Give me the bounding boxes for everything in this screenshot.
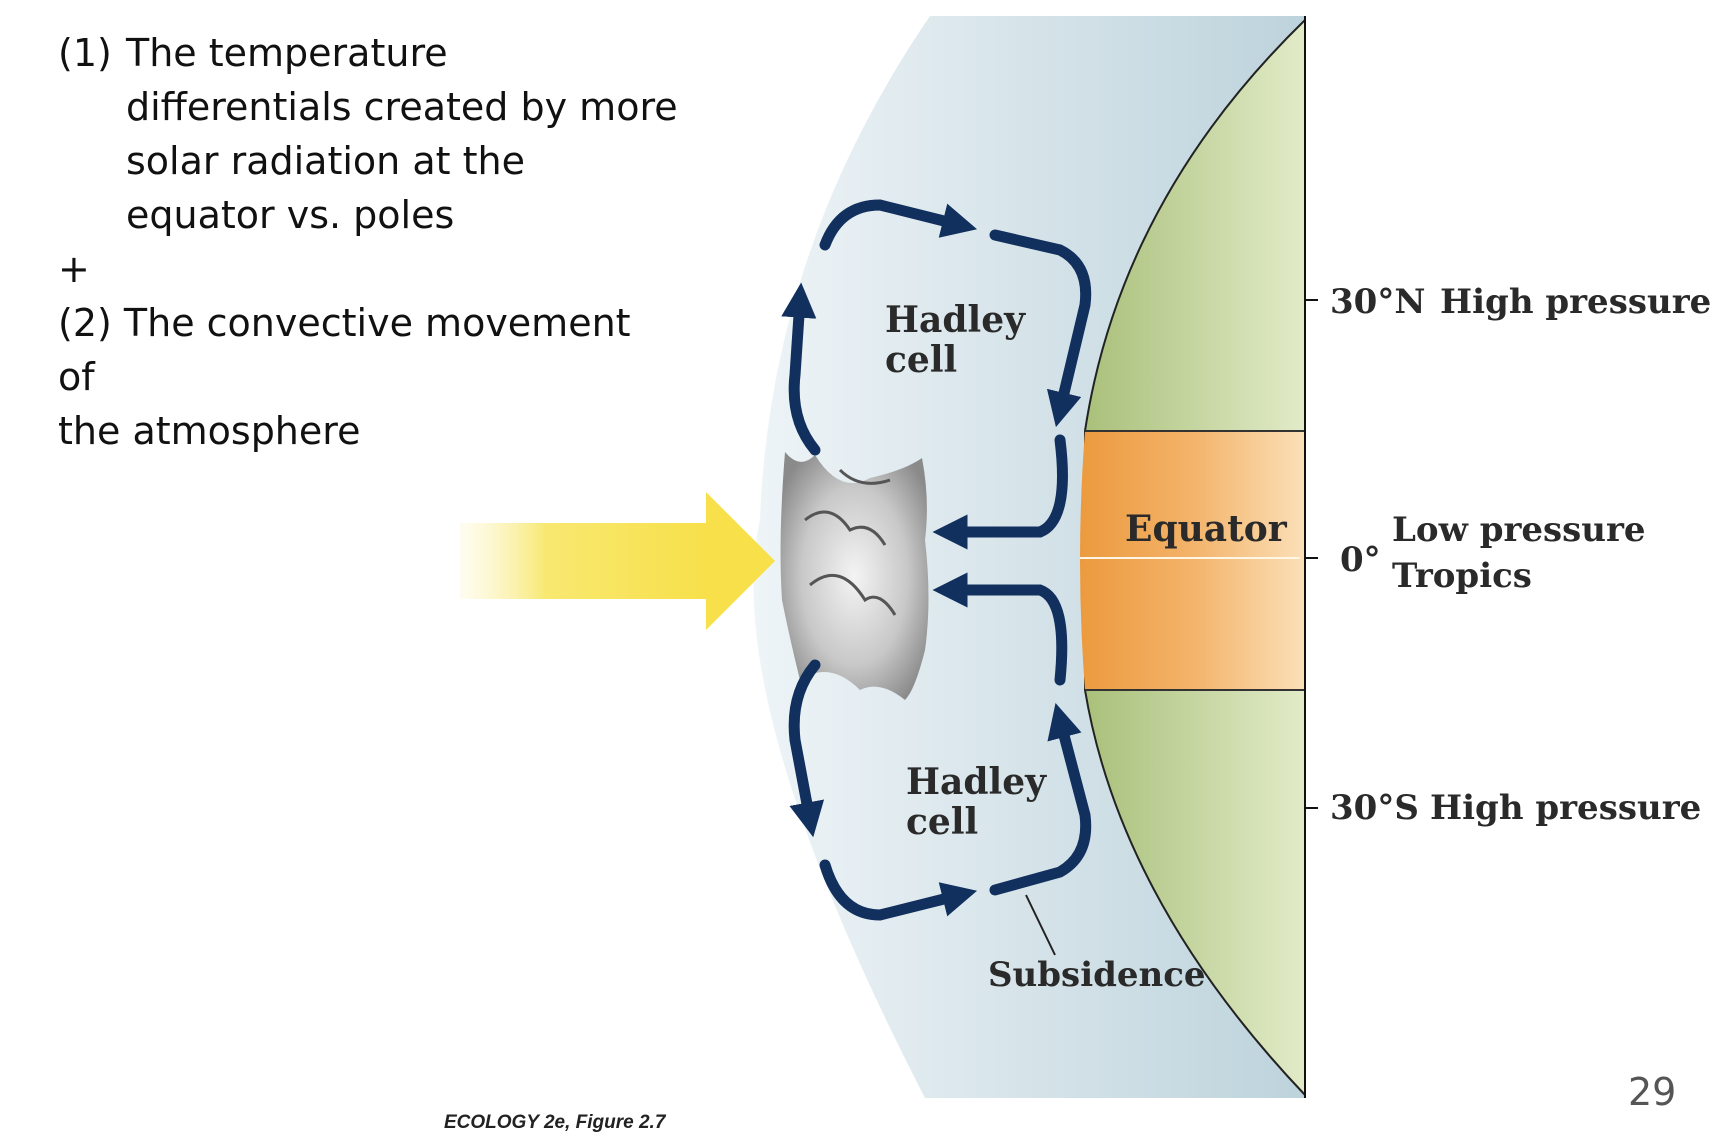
bullet-line: The temperature (126, 31, 448, 75)
lat-0-label: 0° (1340, 540, 1381, 580)
equator-band (1080, 431, 1305, 690)
label-line: cell (906, 801, 979, 843)
subsidence-pointer (1025, 894, 1056, 956)
lat-30s-label: 30°S (1330, 788, 1419, 828)
bullet-number-1: (1) (58, 31, 112, 75)
pressure-30n-label: High pressure (1440, 282, 1712, 322)
sun-arrow-icon (460, 492, 775, 630)
plus-sign: + (58, 247, 90, 291)
label-line: Hadley (906, 761, 1047, 803)
bullet-text: (1) The temperature differentials create… (58, 26, 678, 458)
hadley-cell-bottom-label: Hadley cell (906, 762, 1046, 842)
bullet-line: (2) The convective movement of (58, 301, 631, 399)
circulation-arrow-icon (788, 572, 1092, 921)
equator-label: Equator (1125, 508, 1287, 550)
bullet-item-1-text: The temperature differentials created by… (126, 26, 678, 242)
low-pressure-label: Low pressure (1392, 510, 1646, 550)
figure-caption: ECOLOGY 2e, Figure 2.7 (444, 1112, 666, 1133)
pressure-30s-label: High pressure (1430, 788, 1702, 828)
circulation-arrow-icon (781, 199, 1092, 550)
lat-30n-label: 30°N (1330, 282, 1426, 322)
subsidence-label: Subsidence (988, 955, 1206, 995)
bullet-line: the atmosphere (58, 409, 361, 453)
bullet-line: equator vs. poles (126, 193, 455, 237)
label-line: Hadley (885, 299, 1026, 341)
hadley-cell-top-label: Hadley cell (885, 300, 1025, 380)
label-line: cell (885, 339, 958, 381)
tropics-label: Tropics (1392, 556, 1532, 596)
bullet-line: solar radiation at the (126, 139, 525, 183)
bullet-item-1: (1) The temperature differentials create… (58, 26, 678, 242)
page-number: 29 (1628, 1070, 1677, 1114)
cloud-icon (780, 452, 929, 700)
bullet-line: differentials created by more (126, 85, 678, 129)
